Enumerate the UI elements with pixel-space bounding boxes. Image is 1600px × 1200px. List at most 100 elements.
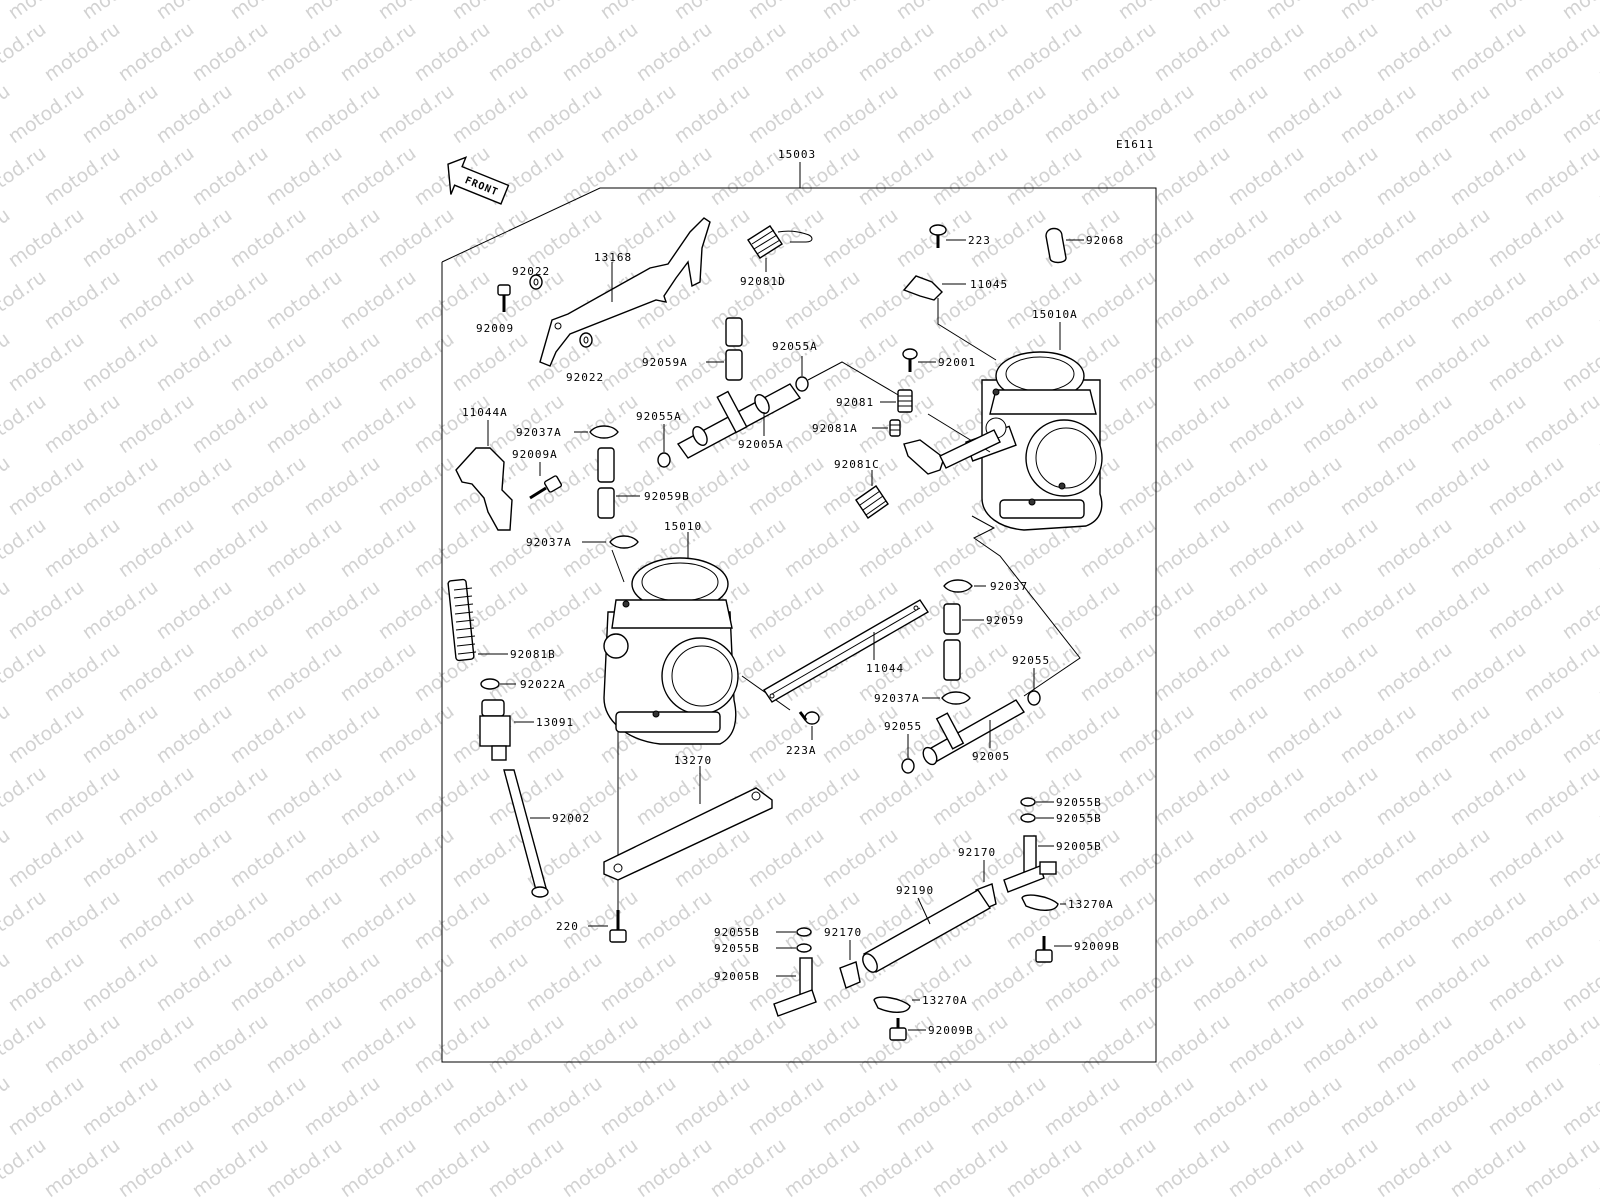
watermark-text: motod.ru bbox=[188, 390, 272, 458]
watermark-text: motod.ru bbox=[448, 948, 532, 1016]
watermark-text: motod.ru bbox=[1114, 1072, 1198, 1140]
watermark-text: motod.ru bbox=[1372, 1010, 1456, 1078]
watermark-text: motod.ru bbox=[1076, 638, 1160, 706]
watermark-text: motod.ru bbox=[448, 1072, 532, 1140]
label-13091: 13091 bbox=[536, 716, 574, 729]
watermark-text: motod.ru bbox=[818, 328, 902, 396]
watermark-text: motod.ru bbox=[818, 700, 902, 768]
watermark-text: motod.ru bbox=[40, 1134, 124, 1200]
washer-92022A bbox=[480, 678, 500, 690]
label-92009: 92009 bbox=[476, 322, 514, 335]
watermark-text: motod.ru bbox=[1224, 390, 1308, 458]
watermark-text: motod.ru bbox=[706, 18, 790, 86]
watermark-text: motod.ru bbox=[1336, 204, 1420, 272]
watermark-text: motod.ru bbox=[522, 576, 606, 644]
spring-92081C bbox=[855, 485, 889, 519]
watermark-text: motod.ru bbox=[78, 700, 162, 768]
watermark-text: motod.ru bbox=[4, 700, 88, 768]
watermark-text: motod.ru bbox=[632, 1010, 716, 1078]
watermark-text: motod.ru bbox=[1188, 948, 1272, 1016]
watermark-text: motod.ru bbox=[152, 700, 236, 768]
watermark-text: motod.ru bbox=[1336, 576, 1420, 644]
sleeve-92059-bottom bbox=[943, 639, 961, 681]
bolt-92009A bbox=[529, 475, 563, 500]
watermark-text: motod.ru bbox=[1446, 886, 1530, 954]
watermark-text: motod.ru bbox=[114, 266, 198, 334]
watermark-text: motod.ru bbox=[1298, 142, 1382, 210]
label-11045: 11045 bbox=[970, 278, 1008, 291]
watermark-text: motod.ru bbox=[1558, 452, 1600, 520]
watermark-text: motod.ru bbox=[928, 1010, 1012, 1078]
watermark-text: motod.ru bbox=[114, 886, 198, 954]
watermark-text: motod.ru bbox=[744, 700, 828, 768]
watermark-text: motod.ru bbox=[1372, 266, 1456, 334]
watermark-text: motod.ru bbox=[152, 948, 236, 1016]
watermark-text: motod.ru bbox=[1484, 576, 1568, 644]
watermark-text: motod.ru bbox=[1262, 328, 1346, 396]
watermark-text: motod.ru bbox=[1262, 204, 1346, 272]
watermark-text: motod.ru bbox=[484, 1010, 568, 1078]
watermark-text: motod.ru bbox=[522, 1072, 606, 1140]
watermark-text: motod.ru bbox=[1150, 514, 1234, 582]
label-92055-left: 92055 bbox=[884, 720, 922, 733]
watermark-text: motod.ru bbox=[40, 514, 124, 582]
watermark-text: motod.ru bbox=[1040, 948, 1124, 1016]
watermark-text: motod.ru bbox=[522, 948, 606, 1016]
watermark-text: motod.ru bbox=[374, 0, 458, 24]
watermark-text: motod.ru bbox=[78, 452, 162, 520]
watermark-text: motod.ru bbox=[1446, 514, 1530, 582]
watermark-text: motod.ru bbox=[1336, 948, 1420, 1016]
watermark-text: motod.ru bbox=[152, 576, 236, 644]
label-13270A-right: 13270A bbox=[1068, 898, 1114, 911]
watermark-text: motod.ru bbox=[1224, 514, 1308, 582]
watermark-text: motod.ru bbox=[558, 142, 642, 210]
watermark-text: motod.ru bbox=[966, 1072, 1050, 1140]
watermark-text: motod.ru bbox=[1224, 266, 1308, 334]
label-92170-right: 92170 bbox=[958, 846, 996, 859]
watermark-text: motod.ru bbox=[558, 1134, 642, 1200]
watermark-text: motod.ru bbox=[818, 1072, 902, 1140]
watermark-text: motod.ru bbox=[40, 18, 124, 86]
clip-92037 bbox=[943, 579, 973, 593]
watermark-text: motod.ru bbox=[1262, 1072, 1346, 1140]
oring-92055A-mid bbox=[657, 452, 671, 468]
clip-92037A-top bbox=[589, 425, 619, 439]
watermark-text: motod.ru bbox=[780, 762, 864, 830]
label-92055B-3: 92055B bbox=[714, 926, 760, 939]
watermark-text: motod.ru bbox=[336, 390, 420, 458]
watermark-text: motod.ru bbox=[262, 266, 346, 334]
label-92037A-mid: 92037A bbox=[526, 536, 572, 549]
watermark-text: motod.ru bbox=[1040, 700, 1124, 768]
watermark-text: motod.ru bbox=[78, 80, 162, 148]
watermark-text: motod.ru bbox=[706, 1134, 790, 1200]
watermark-text: motod.ru bbox=[1150, 1134, 1234, 1200]
watermark-text: motod.ru bbox=[448, 0, 532, 24]
watermark-text: motod.ru bbox=[1520, 1010, 1600, 1078]
oring-92055-right bbox=[1027, 690, 1041, 706]
watermark-text: motod.ru bbox=[262, 514, 346, 582]
watermark-text: motod.ru bbox=[1114, 0, 1198, 24]
screw-92002 bbox=[503, 769, 549, 898]
watermark-text: motod.ru bbox=[484, 1134, 568, 1200]
watermark-text: motod.ru bbox=[522, 0, 606, 24]
watermark-text: motod.ru bbox=[1558, 204, 1600, 272]
watermark-text: motod.ru bbox=[1484, 452, 1568, 520]
assembly-frame bbox=[441, 187, 1157, 1063]
watermark-text: motod.ru bbox=[780, 1134, 864, 1200]
watermark-text: motod.ru bbox=[1520, 390, 1600, 458]
watermark-text: motod.ru bbox=[4, 0, 88, 24]
watermark-text: motod.ru bbox=[1224, 762, 1308, 830]
watermark-text: motod.ru bbox=[1188, 824, 1272, 892]
watermark-text: motod.ru bbox=[1298, 762, 1382, 830]
oring-92055B-3 bbox=[796, 927, 812, 937]
bolt-92009B-left bbox=[889, 1018, 907, 1041]
watermark-text: motod.ru bbox=[262, 886, 346, 954]
bolt-92009B-right bbox=[1035, 936, 1053, 963]
watermark-text: motod.ru bbox=[188, 18, 272, 86]
watermark-text: motod.ru bbox=[1002, 1134, 1086, 1200]
watermark-text: motod.ru bbox=[1298, 1010, 1382, 1078]
watermark-text: motod.ru bbox=[188, 1010, 272, 1078]
watermark-text: motod.ru bbox=[40, 638, 124, 706]
